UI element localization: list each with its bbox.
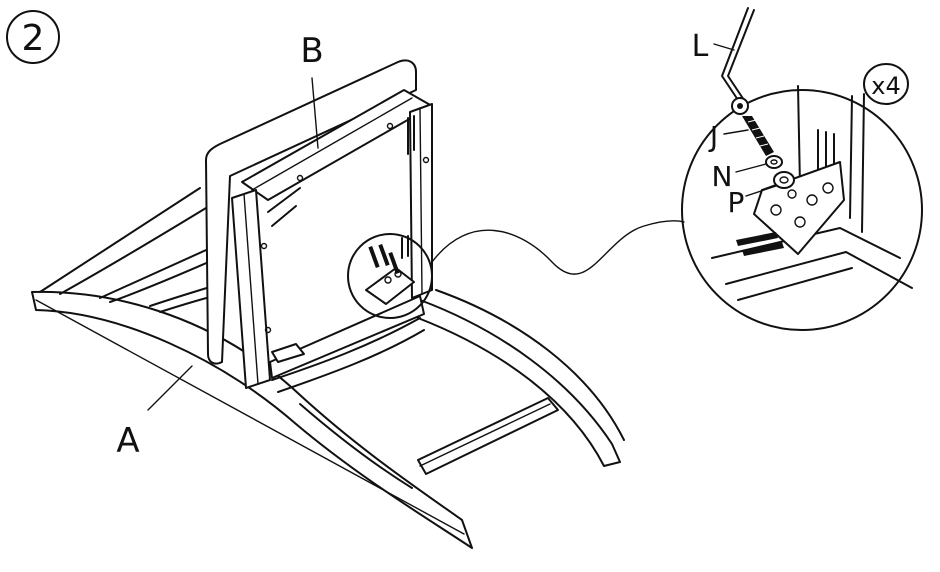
label-washer-p: P bbox=[728, 186, 745, 219]
callout-connector bbox=[431, 220, 685, 275]
quantity-badge bbox=[863, 63, 909, 105]
part-a-seat-frame: A bbox=[31, 187, 625, 549]
leader-line-n bbox=[735, 163, 767, 173]
detail-focus-circle bbox=[347, 233, 433, 319]
part-b-back-frame: B bbox=[205, 31, 433, 389]
allen-key-shape bbox=[721, 7, 749, 101]
leader-line-p bbox=[745, 185, 777, 197]
label-part-b: B bbox=[300, 31, 323, 71]
label-washer-n: N bbox=[712, 160, 733, 193]
leader-line-a bbox=[147, 365, 193, 411]
step-number: 2 bbox=[22, 18, 45, 59]
step-number-badge: 2 bbox=[6, 10, 60, 64]
label-bolt-j: J bbox=[708, 120, 718, 153]
magnified-detail: L J N P x4 bbox=[681, 7, 923, 331]
quantity-text: x4 bbox=[871, 72, 900, 100]
leader-line-l bbox=[713, 43, 735, 51]
washer-p-shape bbox=[773, 171, 795, 189]
leader-line-b bbox=[311, 77, 319, 149]
leader-line-j bbox=[723, 129, 749, 135]
label-tool-l: L bbox=[692, 29, 709, 64]
washer-n-shape bbox=[765, 155, 783, 169]
label-part-a: A bbox=[116, 421, 139, 461]
